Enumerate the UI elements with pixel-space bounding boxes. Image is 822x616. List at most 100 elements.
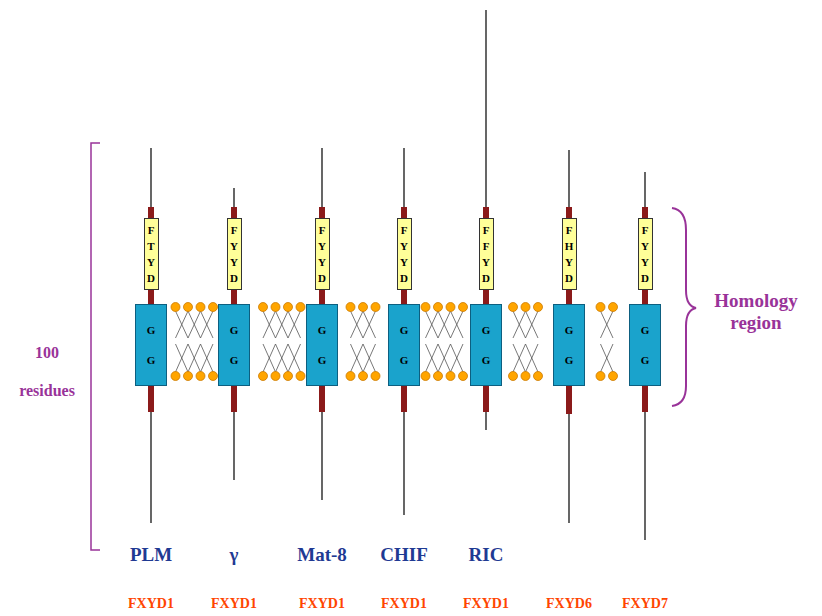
- glycine-letters: GG: [640, 315, 651, 375]
- lipid-head: [271, 303, 280, 312]
- motif-letters: FFYD: [481, 222, 492, 286]
- lipid-head: [184, 303, 193, 312]
- transmembrane-box: GG: [553, 304, 585, 386]
- gene-name: FXYD6: [536, 595, 602, 613]
- motif-letters: FYYD: [640, 222, 651, 286]
- lipid-head: [196, 372, 205, 381]
- lipid-tail: [526, 344, 539, 372]
- motif-box: FYYD: [638, 218, 653, 290]
- lipid-head: [596, 303, 605, 312]
- lipid-tail: [426, 311, 439, 338]
- motif-box: FYYD: [315, 218, 330, 290]
- lipid-tail: [451, 344, 464, 372]
- protein-chains: [148, 10, 648, 540]
- lipid-tail: [601, 344, 614, 372]
- length-bracket: [91, 143, 100, 550]
- lipid-head: [459, 303, 468, 312]
- motif-box: FHYD: [562, 218, 577, 290]
- glycine-letters: GG: [229, 315, 240, 375]
- lipid-head: [171, 303, 180, 312]
- lipid-tail: [176, 344, 189, 372]
- protein-name: PLM: [121, 544, 181, 566]
- length-label: 100 residues: [7, 334, 87, 410]
- glycine-letters: GG: [481, 315, 492, 375]
- lipid-head: [521, 303, 530, 312]
- lipid-head: [346, 303, 355, 312]
- region-label: Homology region: [694, 290, 818, 334]
- lipid-head: [446, 372, 455, 381]
- lipid-tail: [451, 311, 464, 338]
- lipid-head: [209, 303, 218, 312]
- lipid-tail: [288, 311, 301, 338]
- transmembrane-box: GG: [306, 304, 338, 386]
- motif-box: FYYD: [227, 218, 242, 290]
- lipid-tail: [513, 344, 526, 372]
- lipid-head: [609, 372, 618, 381]
- gene-name: FXYD1: [118, 595, 184, 613]
- lipid-head: [359, 372, 368, 381]
- lipid-tail: [188, 311, 201, 338]
- lipid-head: [434, 372, 443, 381]
- protein-name: Mat-8: [287, 544, 357, 566]
- lipid-head: [271, 372, 280, 381]
- lipid-tail: [263, 311, 276, 338]
- lipid-tail: [276, 344, 289, 372]
- lipid-tail: [201, 311, 214, 338]
- gene-name: FXYD7: [612, 595, 678, 613]
- protein-name: CHIF: [369, 544, 439, 566]
- lipid-head: [196, 303, 205, 312]
- lipid-head: [459, 372, 468, 381]
- protein-name: RIC: [456, 544, 516, 566]
- lipid-head: [596, 372, 605, 381]
- lipid-head: [609, 303, 618, 312]
- lipid-tail: [438, 311, 451, 338]
- lipid-head: [371, 372, 380, 381]
- lipid-tail: [513, 311, 526, 338]
- motif-box: FTYD: [144, 218, 159, 290]
- transmembrane-box: GG: [470, 304, 502, 386]
- lipid-head: [534, 372, 543, 381]
- lipid-tail: [276, 311, 289, 338]
- lipid-head: [184, 372, 193, 381]
- lipid-head: [371, 303, 380, 312]
- gene-name: FXYD1: [453, 595, 519, 613]
- motif-letters: FYYD: [229, 222, 240, 286]
- transmembrane-box: GG: [388, 304, 420, 386]
- glycine-letters: GG: [317, 315, 328, 375]
- lipid-head: [421, 372, 430, 381]
- lipid-head: [296, 303, 305, 312]
- lipid-head: [534, 303, 543, 312]
- transmembrane-box: GG: [218, 304, 250, 386]
- glycine-letters: GG: [146, 315, 157, 375]
- lipid-head: [259, 372, 268, 381]
- lipid-head: [509, 303, 518, 312]
- lipid-head: [434, 303, 443, 312]
- lipid-tail: [201, 344, 214, 372]
- lipid-tail: [363, 311, 376, 338]
- lipid-head: [421, 303, 430, 312]
- motif-letters: FHYD: [564, 222, 575, 286]
- lipid-head: [359, 303, 368, 312]
- motif-letters: FTYD: [146, 222, 157, 286]
- lipid-head: [171, 372, 180, 381]
- lipid-tail: [601, 311, 614, 338]
- gene-name: FXYD1: [289, 595, 355, 613]
- gene-name: FXYD1: [371, 595, 437, 613]
- lipid-tail: [351, 311, 364, 338]
- lipid-tail: [188, 344, 201, 372]
- transmembrane-box: GG: [629, 304, 661, 386]
- lipid-head: [259, 303, 268, 312]
- homology-brace: [672, 208, 696, 406]
- lipid-tail: [438, 344, 451, 372]
- motif-letters: FYYD: [317, 222, 328, 286]
- motif-letters: FYYD: [399, 222, 410, 286]
- lipid-head: [446, 303, 455, 312]
- lipid-tail: [526, 311, 539, 338]
- glycine-letters: GG: [399, 315, 410, 375]
- transmembrane-box: GG: [135, 304, 167, 386]
- lipid-head: [509, 372, 518, 381]
- lipid-head: [521, 372, 530, 381]
- protein-name: γ: [204, 544, 264, 566]
- glycine-letters: GG: [564, 315, 575, 375]
